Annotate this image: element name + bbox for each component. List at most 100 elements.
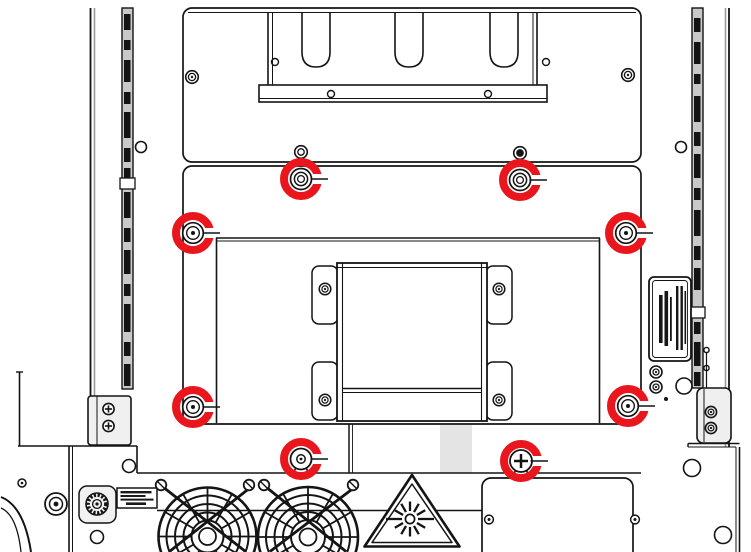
screw-center: [515, 175, 525, 185]
screw-cap-center: [297, 148, 305, 156]
right-rail-bracket: [696, 346, 732, 444]
panel-hole: [121, 458, 137, 474]
screw-highlight: [172, 212, 220, 254]
laser-ray: [400, 503, 407, 513]
screw-dot: [624, 231, 628, 235]
bracket-tab: [311, 361, 339, 421]
ribbon-recess: [440, 425, 472, 473]
top-slot-recess: [258, 12, 551, 103]
cooling-fans: [154, 478, 360, 552]
bracket-tab: [485, 361, 513, 421]
grille-spoke: [164, 543, 195, 552]
bracket-screw: [704, 421, 718, 435]
grille-spoke: [264, 544, 295, 552]
certification-label: [648, 276, 692, 362]
panel-screw: [483, 514, 495, 525]
bottom-right-area: [682, 346, 741, 552]
screw-highlights: [172, 144, 655, 482]
connector-area: [649, 365, 693, 401]
grille-hub: [198, 527, 217, 546]
board-screw: [649, 365, 663, 379]
small-warning-label: [116, 487, 158, 509]
left-rail-bracket: [87, 395, 132, 446]
housing-arc: [0, 496, 32, 552]
screw-washer: [185, 400, 200, 415]
laser-warning-icon: [363, 473, 461, 548]
grille-spoke: [264, 511, 295, 530]
knurled-stud-bracket: [78, 485, 117, 524]
screw-dot: [191, 405, 195, 409]
screw-washer: [185, 225, 200, 240]
laser-ray: [413, 503, 420, 513]
screw-washer: [512, 172, 528, 188]
screw-dot: [191, 231, 195, 235]
panel-screw: [629, 514, 641, 525]
bottom-right-access-panel: [481, 477, 641, 552]
label-text-lines: [659, 286, 687, 350]
screw-highlight: [280, 144, 328, 200]
rear-upper-panel: [134, 7, 688, 163]
ear-cross: [259, 480, 269, 490]
side-hole: [134, 140, 148, 154]
laser-core: [404, 513, 416, 525]
rail-texture: [124, 14, 131, 386]
grille-spoke: [282, 493, 301, 524]
screw-highlight: [499, 145, 547, 201]
laser-ray: [413, 525, 420, 535]
laser-ray: [416, 522, 426, 529]
fan-grille-icon: [154, 478, 258, 552]
ear-cross: [244, 480, 254, 490]
panel-hole: [675, 377, 693, 395]
slot-1: [301, 12, 331, 68]
ear-cross: [348, 480, 358, 490]
panel-hole: [89, 529, 105, 545]
screw-cap-center: [516, 149, 524, 157]
screw-washer: [621, 399, 636, 414]
small-screw: [17, 478, 27, 488]
panel-hole: [713, 525, 733, 545]
laser-starburst: [386, 501, 434, 537]
grille-spoke: [321, 544, 352, 552]
rail-texture: [694, 18, 701, 386]
phillips-screw: [102, 402, 115, 416]
ear-cross: [156, 480, 166, 490]
side-hole: [674, 140, 688, 154]
fan-grille-icon: [256, 478, 360, 552]
left-slide-rail: [89, 7, 136, 446]
screw-highlight: [605, 212, 653, 254]
upper-panel-screw: [184, 69, 200, 85]
pin-dot: [664, 397, 668, 401]
pin: [703, 346, 710, 354]
center-access-plate: [336, 262, 488, 422]
screw-dot: [626, 404, 630, 408]
board-screw: [649, 380, 663, 394]
panel-hole: [682, 458, 702, 478]
grille-spoke: [164, 511, 195, 530]
rear-mid-panel: [182, 165, 642, 425]
bottom-left-area: [0, 371, 158, 552]
bracket-screw: [704, 405, 718, 419]
laser-ray: [416, 509, 426, 516]
laser-ray: [394, 522, 404, 529]
grille-ring: [290, 519, 326, 552]
grille-hub: [298, 527, 318, 547]
grille-spoke: [220, 511, 251, 530]
bottom-strip: [18, 424, 641, 512]
laser-ray: [400, 525, 407, 535]
right-slide-rail: [689, 7, 730, 447]
screw-washer: [293, 171, 309, 187]
laser-ray: [394, 509, 404, 516]
screw-highlight: [280, 438, 328, 480]
slot-3: [489, 12, 519, 68]
screw: [289, 167, 313, 191]
phillips-screw: [102, 419, 115, 433]
screw-washer: [619, 225, 634, 240]
screw-highlight: [607, 385, 655, 427]
grille-spoke: [182, 493, 201, 524]
upper-panel-screw: [620, 67, 636, 83]
slot-2: [394, 12, 424, 68]
grille-spoke: [315, 493, 334, 524]
grille-spoke: [220, 543, 251, 552]
ground-stud: [44, 492, 68, 516]
